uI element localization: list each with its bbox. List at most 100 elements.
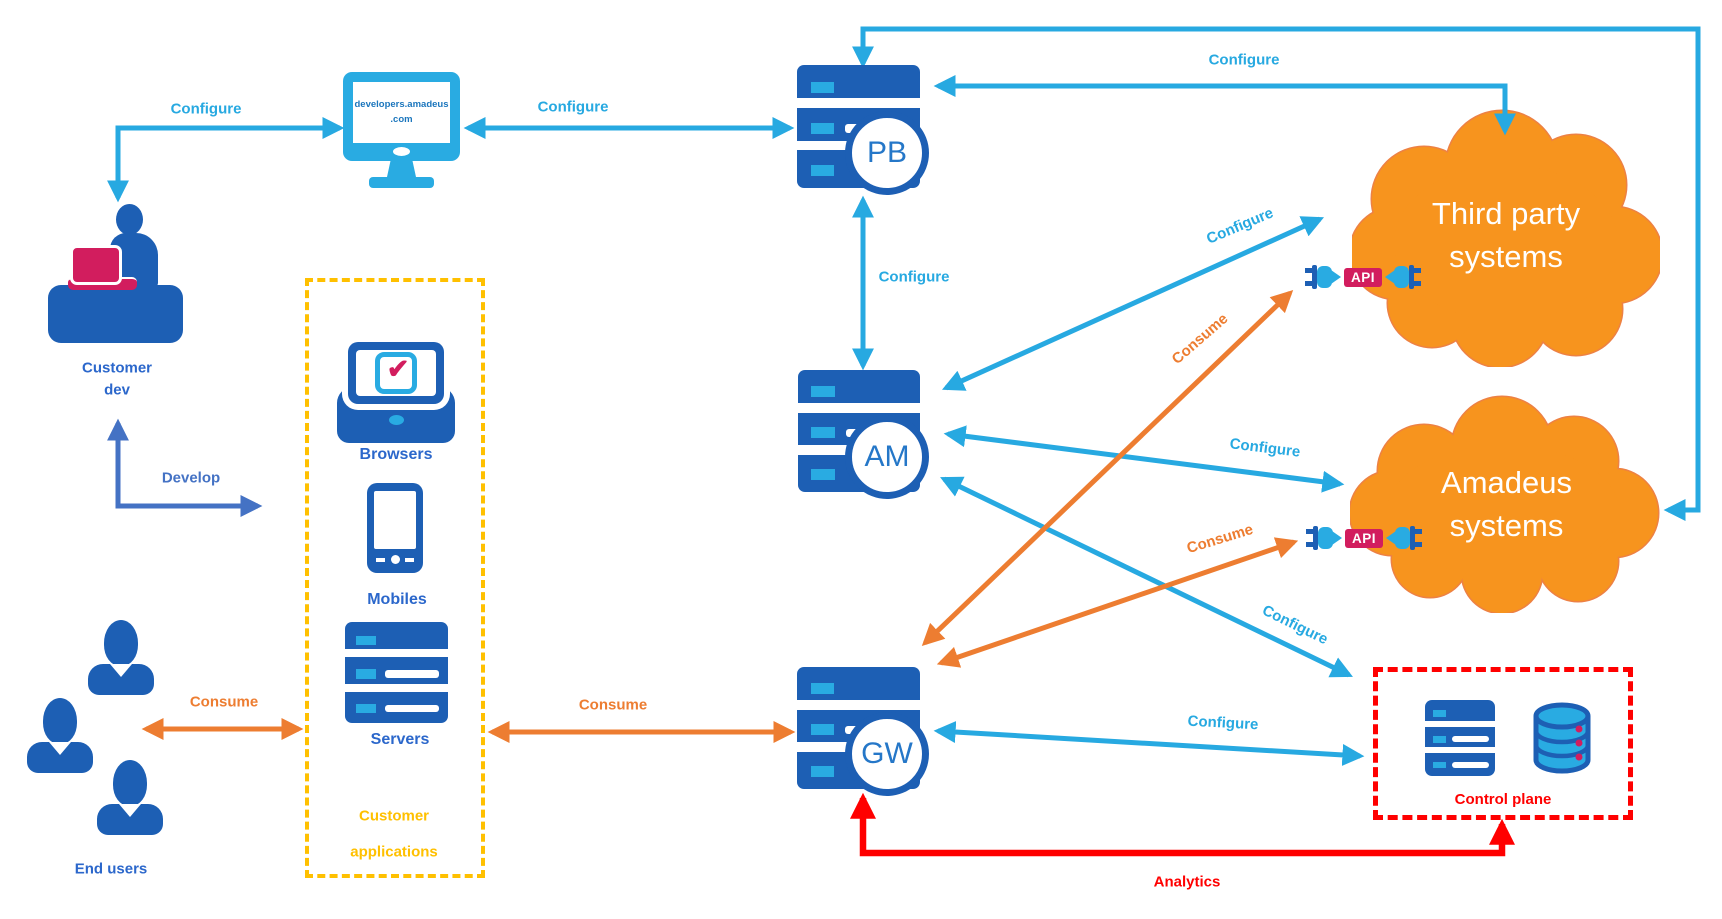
control-plane-box: Control plane [1373,667,1633,820]
customer-applications-label-line1: Customer [358,807,430,825]
am-badge: AM [845,415,929,499]
arrow-gw-api-amadeus [936,537,1299,668]
servers-label: Servers [370,731,430,748]
server-vent [385,704,439,712]
portal-url-line2: .com [390,113,413,125]
arrow-gw-control-plane [933,721,1365,766]
person-collar [119,804,141,817]
arrow-develop [106,418,263,518]
consume-label-gw-api-third-party: Consume [1168,310,1232,368]
mobile-dash [376,558,385,562]
amadeus-systems-cloud: Amadeus systems [1350,395,1663,613]
database-icon [1533,702,1591,774]
browsers-label: Browsers [359,446,433,463]
develop-label: Develop [161,469,221,487]
server-led [1432,761,1446,769]
control-plane-server-icon [1425,700,1495,776]
server-led [811,386,835,398]
desk [48,285,183,343]
plug-icon [1385,265,1422,289]
person-head [116,204,143,235]
person-collar [49,742,71,755]
server-led [1432,710,1446,718]
customer-applications-label-line2: applications [350,843,438,861]
consume-label-apps-gw: Consume [578,696,648,714]
configure-label-dev-portal: Configure [170,100,242,118]
configure-label-am-amadeus: Configure [1228,435,1302,461]
server-led [356,669,376,679]
person-head [43,698,77,744]
browser-dot [389,415,404,425]
laptop-icon [70,245,122,285]
consume-label-gw-api-amadeus: Consume [1184,520,1256,558]
configure-label-am-third-party: Configure [1204,204,1276,248]
server-led [810,81,834,93]
server-led [810,765,834,777]
end-user-icon [88,620,154,695]
checkmark-icon: ✔ [375,352,417,394]
mobile-home-button [391,555,400,564]
server-led [810,683,834,695]
server-led [810,724,834,736]
server-led [1432,735,1446,743]
server-vent [1452,762,1489,768]
analytics-label: Analytics [1153,873,1221,891]
server-led [356,635,376,645]
server-led [811,468,835,480]
gw-badge: GW [845,712,929,796]
customer-dev-label-line1: Customer [81,359,153,377]
arrow-am-control-plane [940,476,1353,678]
control-plane-label: Control plane [1454,791,1552,808]
server-gap [1425,720,1495,727]
server-gap [345,684,448,693]
browser-screen: ✔ [348,342,444,404]
product-builder-server: PB [797,65,929,195]
server-gap [1425,746,1495,753]
mobiles-icon [367,483,423,573]
customer-applications-box [305,278,485,878]
configure-label-am-control-plane: Configure [1259,601,1331,649]
plug-icon [1305,265,1341,289]
server-gap [345,649,448,658]
customer-servers-icon [345,622,448,723]
arrow-am-third-party-cloud [941,216,1325,391]
server-led [810,122,834,134]
configure-label-pb-am: Configure [878,268,950,286]
person-collar [110,664,132,677]
server-vent [1452,736,1489,742]
third-party-systems-cloud: Third party systems [1352,103,1660,367]
person-head [104,620,138,666]
monitor-power-button [393,147,410,156]
api-badge: API [1345,528,1384,548]
api-connector-third-party: API [1305,262,1422,292]
server-gap [797,699,920,710]
monitor-stand [387,161,416,177]
monitor-screen: developers.amadeus .com [353,82,450,143]
arrow-gw-api-third-party [921,289,1294,647]
consume-label-users-apps: Consume [189,693,259,711]
api-badge: API [1344,267,1383,287]
server-gap [797,98,920,109]
browsers-icon: ✔ [337,342,455,443]
gateway-server: GW [797,667,929,796]
third-party-cloud-label-line2: systems [1449,239,1563,274]
plug-icon [1306,526,1342,550]
configure-label-pb-third-party: Configure [1208,51,1280,69]
mobile-dash [405,558,414,562]
configure-label-gw-control-plane: Configure [1187,712,1259,734]
mobiles-label: Mobiles [367,591,427,608]
amadeus-cloud-label-line2: systems [1449,508,1564,543]
amadeus-cloud-label-line1: Amadeus [1441,464,1572,500]
api-connector-amadeus: API [1306,523,1423,553]
end-user-icon [97,760,163,835]
developer-portal-monitor: developers.amadeus .com [343,72,460,188]
arrow-customer-dev-portal [106,116,345,203]
customer-dev-label-line2: dev [104,381,130,399]
server-gap [798,402,920,413]
end-user-icon [27,698,93,773]
server-led [810,164,834,176]
plug-icon [1386,526,1423,550]
api-manager-server: AM [798,370,929,499]
person-head [113,760,147,806]
